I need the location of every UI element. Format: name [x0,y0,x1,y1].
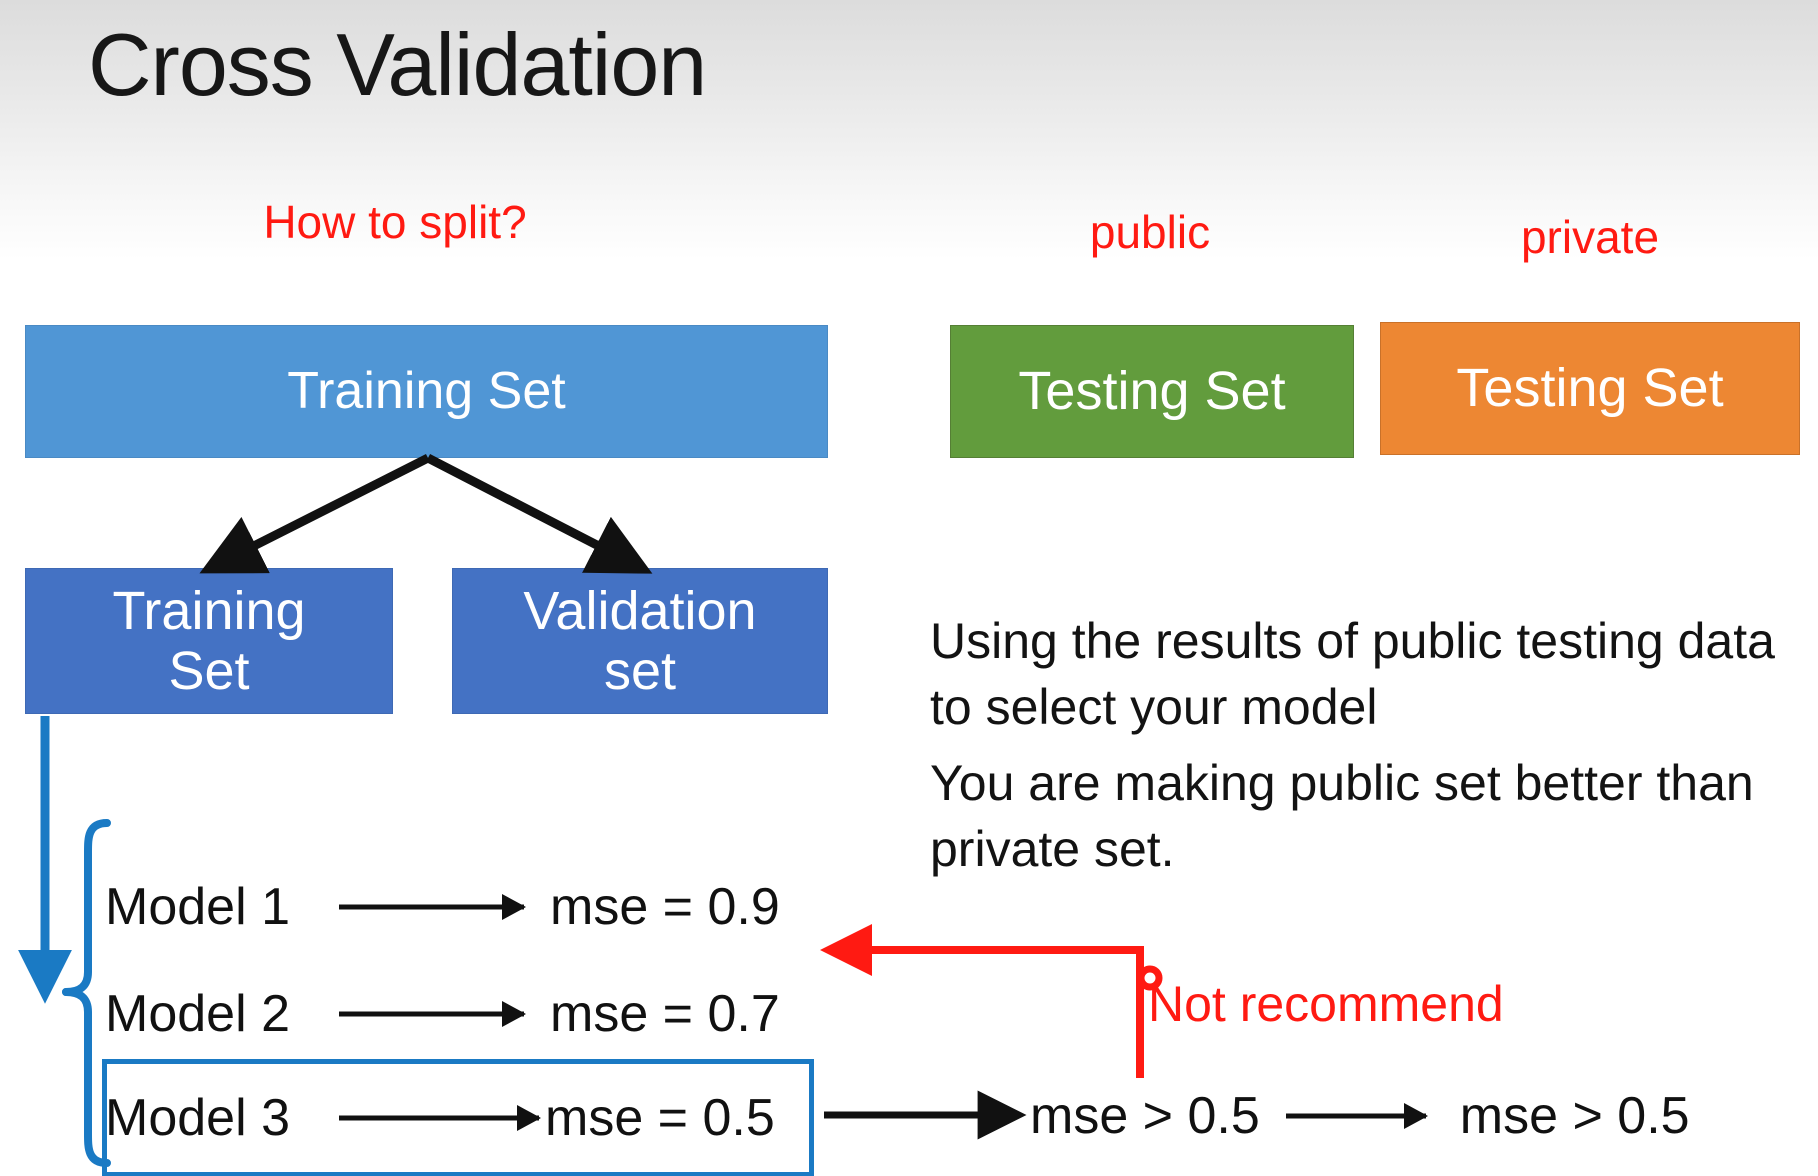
explanation-line-2: You are making public set better than pr… [930,755,1754,877]
model-row: Model 3 mse = 0.5 [105,1075,775,1161]
model-row: Model 2 mse = 0.7 [105,971,780,1057]
explanation-block: Using the results of public testing data… [930,608,1810,892]
bottom-mse-chain: mse > 0.5 mse > 0.5 [1030,1073,1690,1159]
model-mse-value: mse = 0.5 [545,1089,775,1147]
how-to-split-label: How to split? [263,196,527,248]
explanation-line-1: Using the results of public testing data… [930,613,1775,735]
private-mse-result: mse > 0.5 [1459,1087,1690,1145]
split-arrow-right [425,454,653,574]
page-title: Cross Validation [88,15,707,114]
not-recommend-arrow [820,924,1144,1078]
models-brace [62,819,111,1167]
model-mse-value: mse = 0.9 [550,878,780,936]
model-name: Model 2 [105,985,290,1043]
training-set-sub-box: Training Set [25,568,393,714]
selected-model-highlight [102,1059,814,1176]
background-gradient [0,0,1818,260]
training-set-box: Training Set [25,325,828,458]
not-recommend-label: Not recommend [1148,976,1504,1032]
model-mse-value: mse = 0.7 [550,985,780,1043]
right-arrow-icon [339,1001,526,1027]
right-arrow-icon [339,1105,541,1131]
right-arrow-icon [339,894,526,920]
model-row: Model 1 mse = 0.9 [105,864,780,950]
model-name: Model 1 [105,878,290,936]
private-label: private [1520,211,1660,263]
model-name: Model 3 [105,1089,290,1147]
public-testing-set-box: Testing Set [950,325,1354,458]
right-arrow-icon [1285,1103,1428,1129]
validation-set-box: Validation set [452,568,828,714]
public-mse-result: mse > 0.5 [1030,1087,1260,1145]
private-testing-set-box: Testing Set [1380,322,1800,455]
split-arrow-left [199,453,431,574]
public-label: public [1089,206,1211,258]
